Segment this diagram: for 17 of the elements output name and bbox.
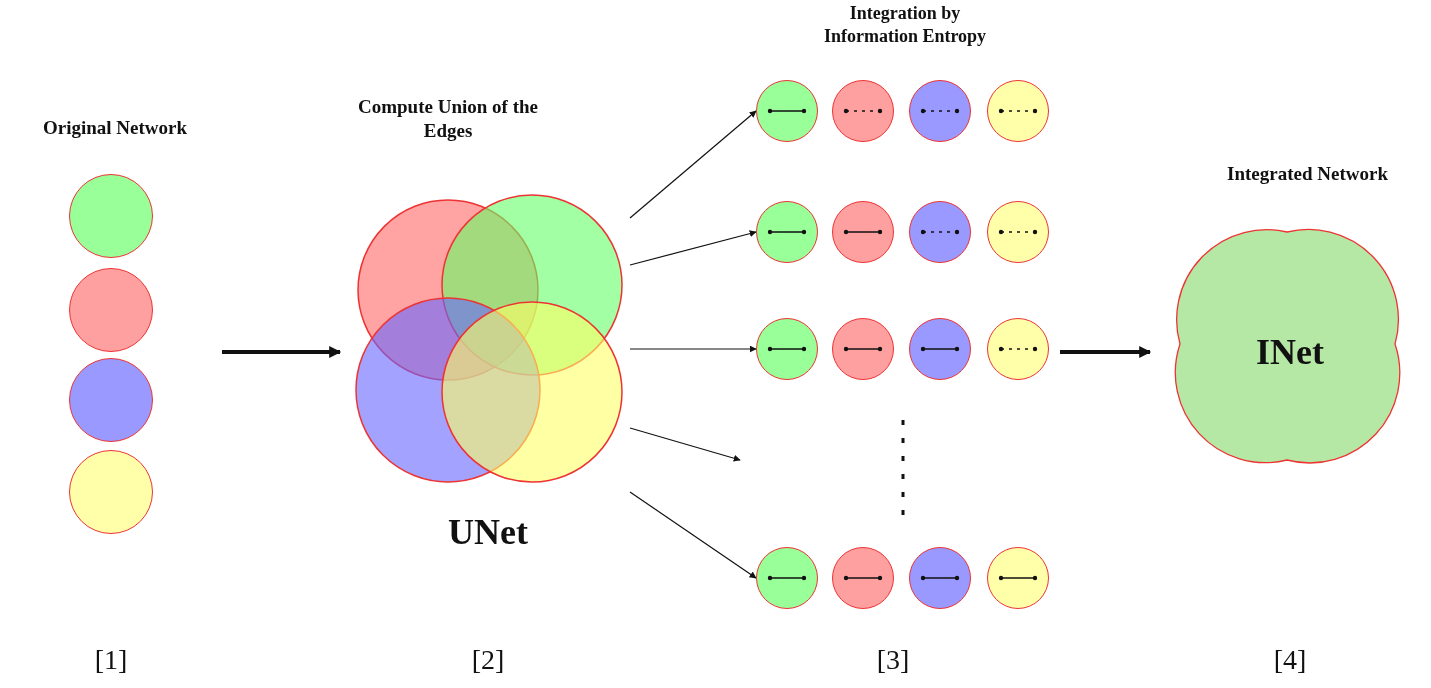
arrow: [629, 230, 757, 266]
arrow: [629, 345, 757, 353]
step-number: [4]: [1273, 644, 1307, 676]
step-number: [3]: [876, 644, 910, 676]
arrow: [629, 491, 757, 579]
arrow: [629, 427, 741, 462]
heading-text: Original Network: [41, 116, 189, 140]
network-name: INet: [1256, 331, 1324, 373]
heading-text: Integration by Information Entropy: [822, 2, 988, 47]
arrow: [629, 110, 757, 219]
arrow: [222, 346, 342, 358]
network-name: UNet: [448, 511, 528, 553]
step-number: [1]: [94, 644, 128, 676]
heading-text: Integrated Network: [1226, 162, 1389, 186]
heading-text: Compute Union of the Edges: [358, 95, 538, 143]
arrow: [1060, 346, 1152, 358]
step-number: [2]: [471, 644, 505, 676]
